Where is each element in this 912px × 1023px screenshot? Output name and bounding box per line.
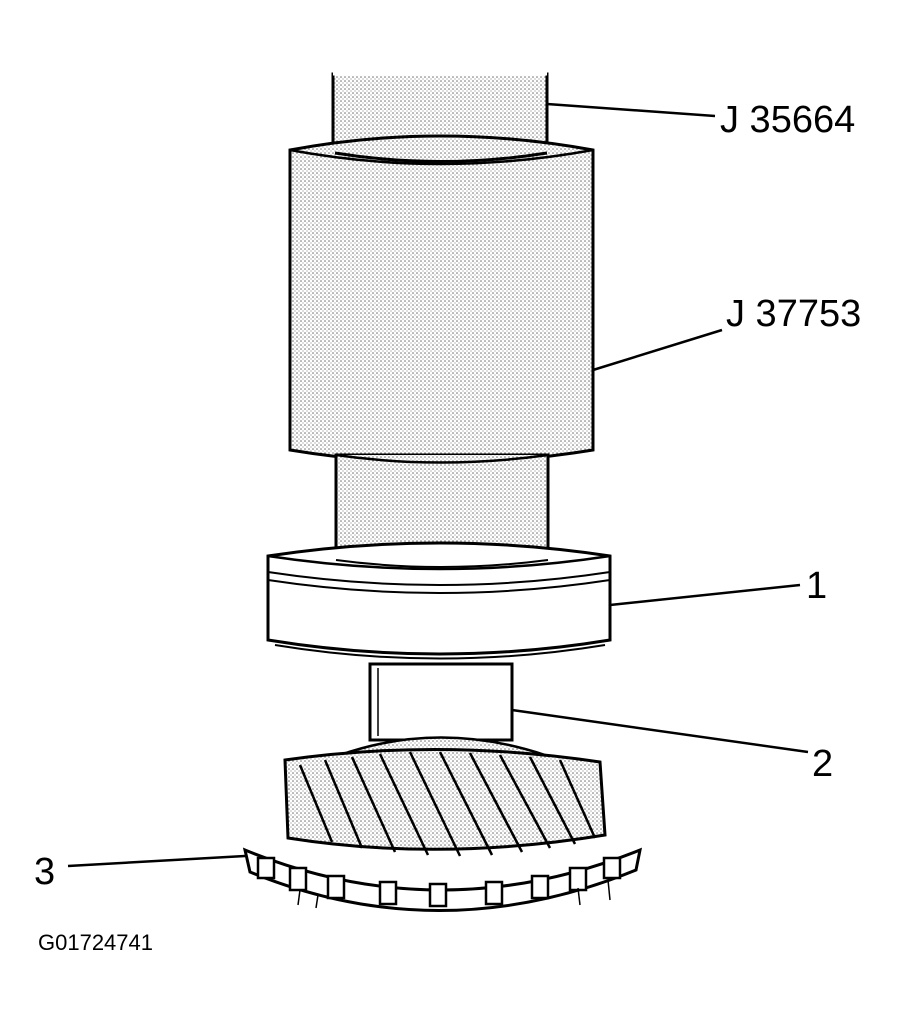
leader-j37753: [592, 328, 723, 372]
tool-lower-shaft: [334, 453, 550, 562]
leader-item-3: [67, 854, 246, 868]
figure-id: G01724741: [38, 930, 153, 955]
callout-item-3: 3: [34, 851, 55, 893]
helical-gear: [242, 748, 643, 912]
bearing: [266, 541, 612, 660]
leader-j35664: [546, 102, 716, 118]
callout-item-2: 2: [812, 743, 833, 785]
tool-j37753-sleeve: [288, 134, 595, 464]
leader-item-2: [511, 708, 809, 754]
callout-j37753: J 37753: [726, 293, 861, 335]
callout-item-1: 1: [806, 565, 827, 607]
callout-j35664: J 35664: [720, 99, 855, 141]
leader-lines: [67, 102, 809, 868]
leader-item-1: [609, 583, 801, 607]
